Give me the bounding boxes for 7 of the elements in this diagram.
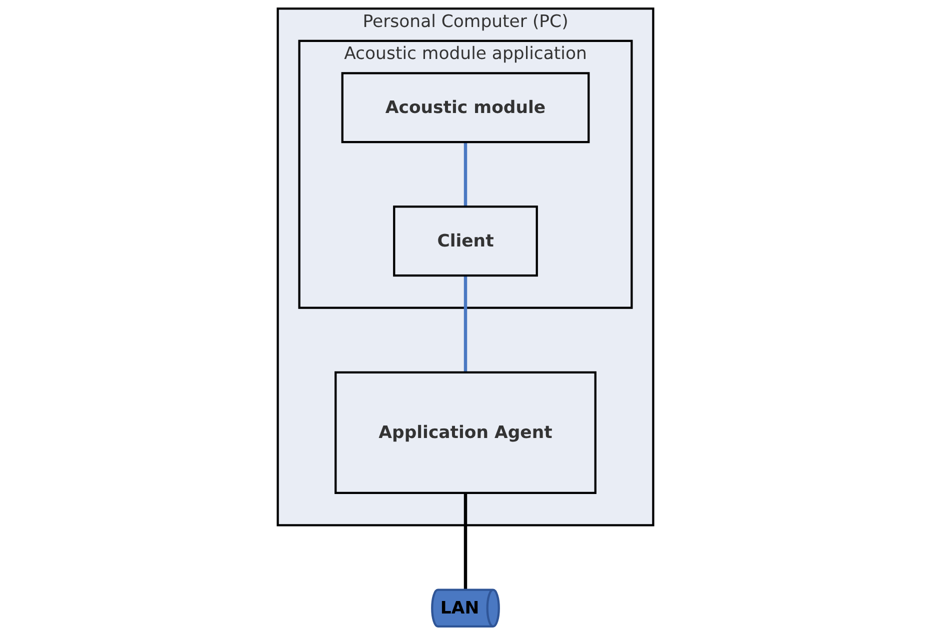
connector xyxy=(464,276,468,372)
node-box: Client xyxy=(393,206,538,277)
node-text: LAN xyxy=(440,597,480,618)
connector xyxy=(464,142,468,207)
node-box: Acoustic module xyxy=(341,72,590,144)
node-box: Application Agent xyxy=(334,371,596,494)
connector xyxy=(464,492,468,590)
